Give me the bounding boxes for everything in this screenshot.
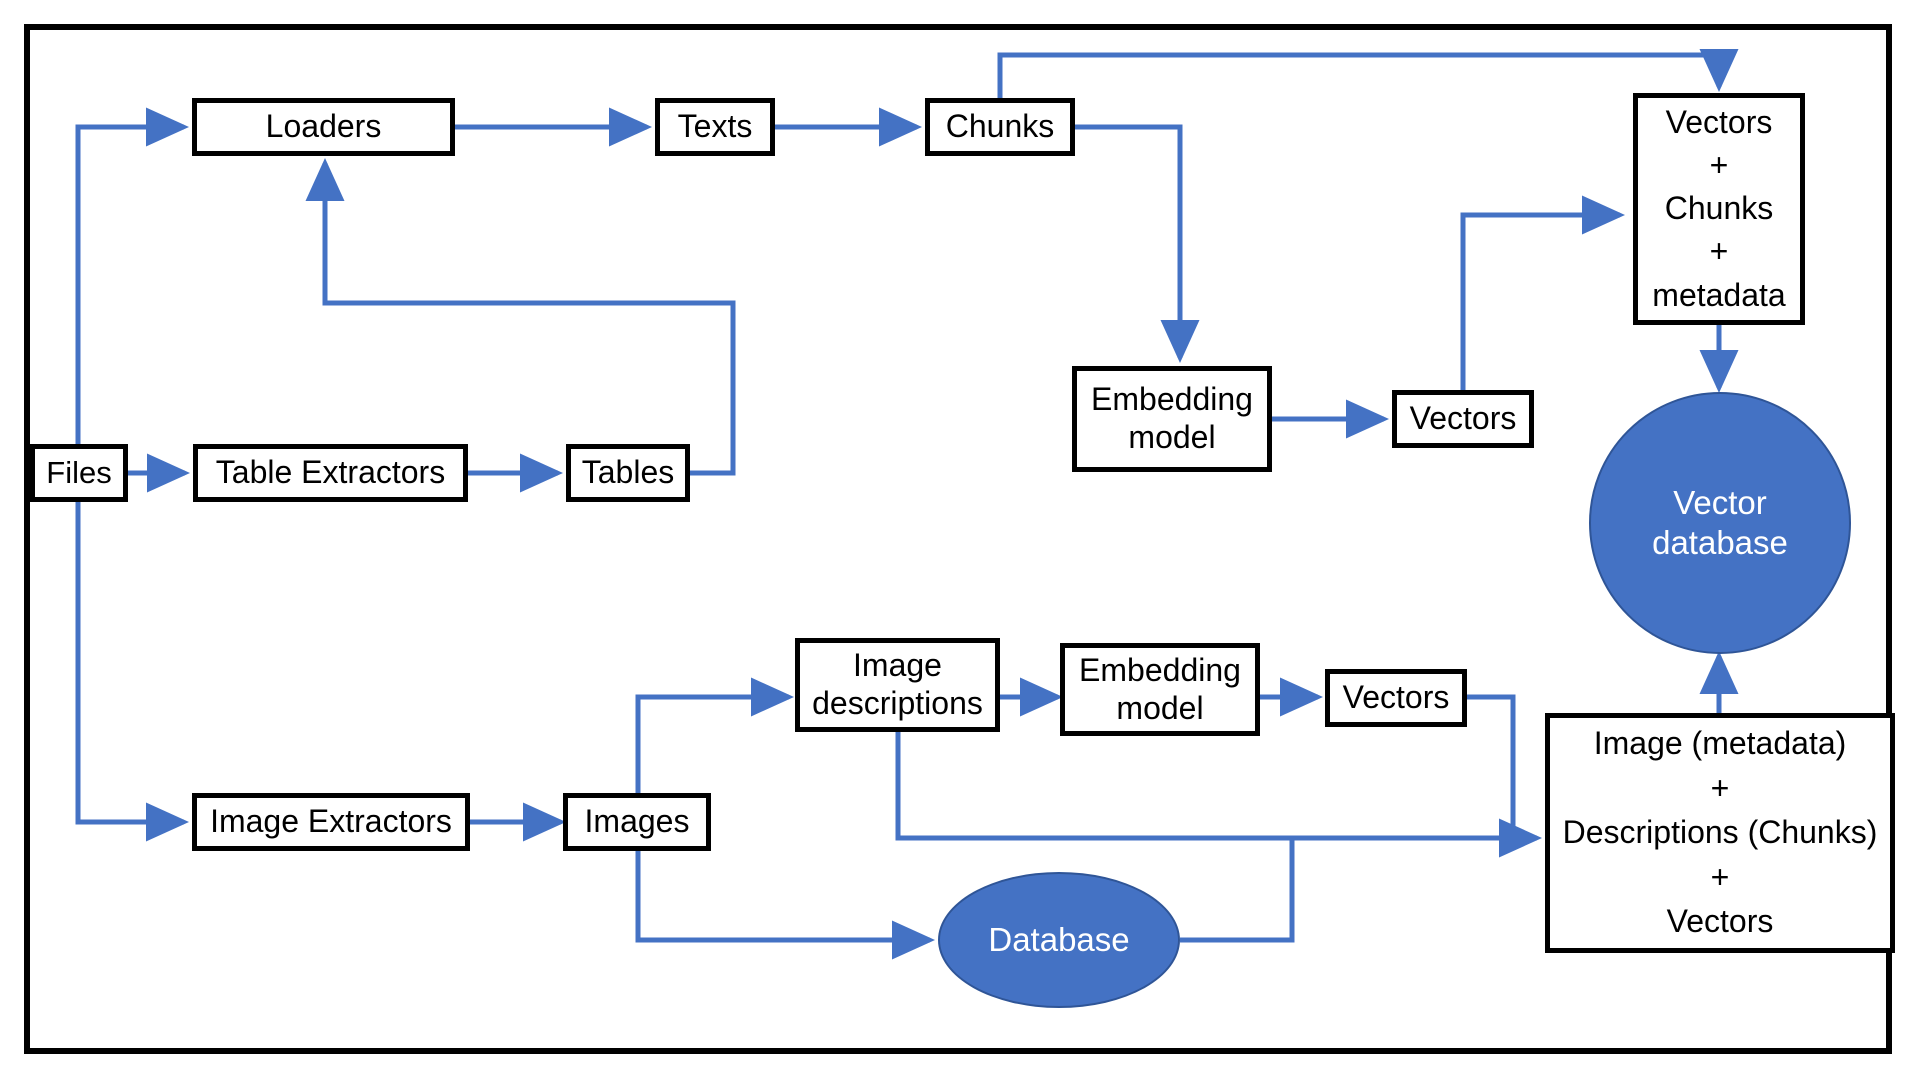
node-table-extractors[interactable]: Table Extractors: [193, 444, 468, 502]
node-images[interactable]: Images: [563, 793, 711, 851]
node-vectors-text-label: Vectors: [1409, 400, 1517, 437]
node-chunks[interactable]: Chunks: [925, 98, 1075, 156]
node-vectors-chunks-metadata-line5: metadata: [1652, 276, 1786, 313]
node-image-bundle-line2: +: [1710, 769, 1730, 806]
node-vectors-image-label: Vectors: [1342, 679, 1450, 716]
node-vectors-image[interactable]: Vectors: [1325, 669, 1467, 727]
node-vector-database[interactable]: Vector database: [1589, 392, 1851, 654]
node-texts-label: Texts: [677, 108, 753, 145]
node-image-bundle-line5: Vectors: [1666, 903, 1774, 940]
node-embedding-model-text-line1: Embedding: [1091, 381, 1253, 418]
node-files-label: Files: [46, 454, 112, 490]
node-image-bundle[interactable]: Image (metadata) + Descriptions (Chunks)…: [1545, 713, 1895, 953]
node-vector-database-line2: database: [1652, 524, 1788, 561]
node-embedding-model-text-line2: model: [1128, 419, 1216, 455]
node-image-descriptions-line2: descriptions: [812, 685, 983, 721]
node-vectors-chunks-metadata-line1: Vectors: [1665, 103, 1773, 140]
node-vectors-chunks-metadata-line3: Chunks: [1664, 190, 1774, 227]
node-vectors-chunks-metadata-line4: +: [1709, 233, 1729, 270]
node-database-label: Database: [988, 921, 1130, 959]
node-vector-database-line1: Vector: [1673, 484, 1767, 522]
node-chunks-label: Chunks: [945, 108, 1055, 145]
node-texts[interactable]: Texts: [655, 98, 775, 156]
node-embedding-model-text[interactable]: Embedding model: [1072, 366, 1272, 472]
node-image-extractors[interactable]: Image Extractors: [192, 793, 470, 851]
node-vectors-chunks-metadata[interactable]: Vectors + Chunks + metadata: [1633, 93, 1805, 325]
node-images-label: Images: [584, 803, 690, 840]
node-table-extractors-label: Table Extractors: [215, 454, 446, 491]
node-loaders[interactable]: Loaders: [192, 98, 455, 156]
node-tables[interactable]: Tables: [566, 444, 690, 502]
node-tables-label: Tables: [581, 454, 675, 491]
node-embedding-model-image-line1: Embedding: [1079, 651, 1241, 688]
node-image-bundle-line4: +: [1710, 858, 1730, 895]
node-image-extractors-label: Image Extractors: [210, 803, 452, 840]
node-embedding-model-image-line2: model: [1116, 689, 1204, 726]
node-image-bundle-line3: Descriptions (Chunks): [1562, 814, 1878, 851]
node-loaders-label: Loaders: [265, 108, 382, 145]
node-embedding-model-image[interactable]: Embedding model: [1060, 643, 1260, 736]
node-files[interactable]: Files: [30, 444, 128, 502]
node-image-bundle-line1: Image (metadata): [1593, 724, 1847, 761]
node-image-descriptions[interactable]: Image descriptions: [795, 638, 1000, 732]
node-vectors-chunks-metadata-line2: +: [1709, 146, 1729, 183]
node-vectors-text[interactable]: Vectors: [1392, 390, 1534, 448]
node-image-descriptions-line1: Image: [853, 647, 942, 684]
node-database[interactable]: Database: [938, 872, 1180, 1008]
